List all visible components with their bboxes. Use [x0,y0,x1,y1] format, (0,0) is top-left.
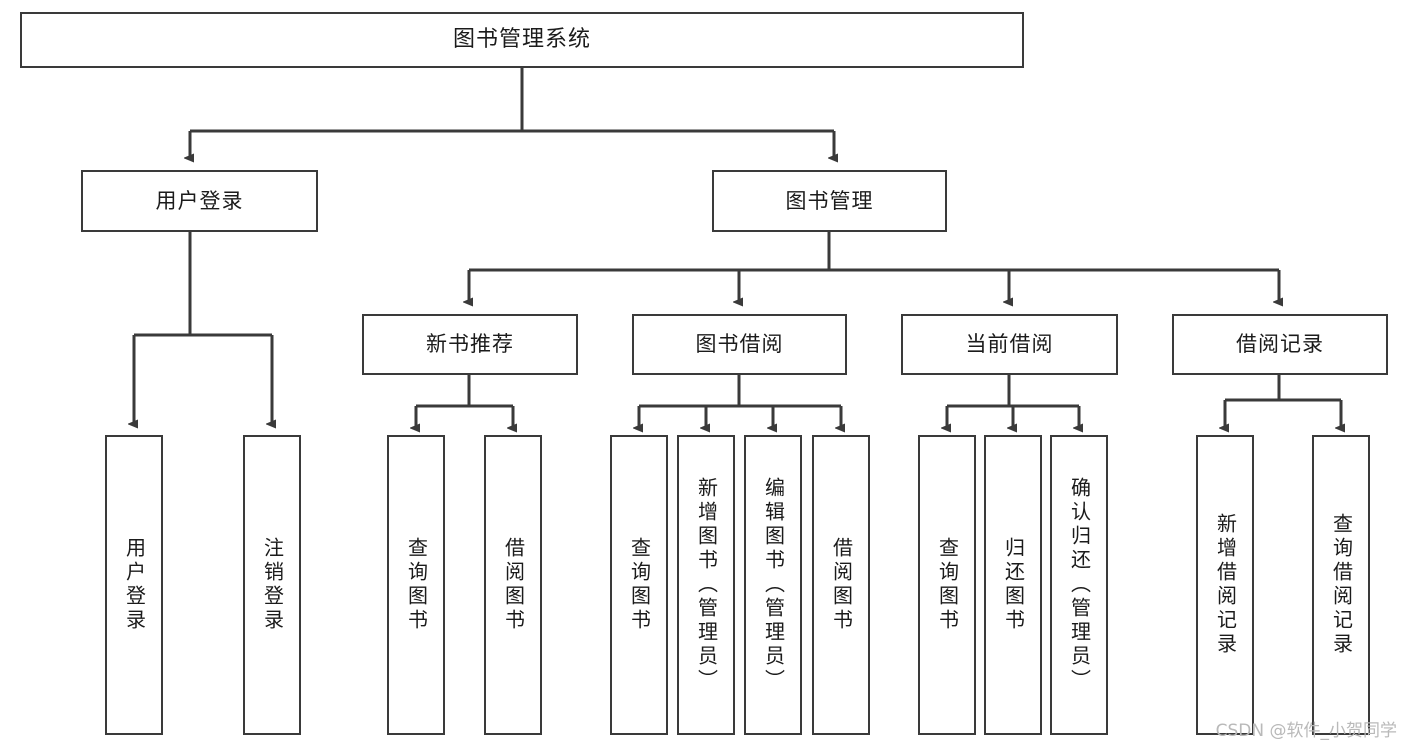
node-leaf-borrow-book-1-label: 借阅图书 [501,537,526,633]
node-new-book-recommend[interactable]: 新书推荐 [362,314,578,375]
node-current-borrow[interactable]: 当前借阅 [901,314,1118,375]
node-root[interactable]: 图书管理系统 [20,12,1024,68]
watermark: CSDN @软件_小贺同学 [1215,721,1397,741]
node-leaf-edit-book[interactable]: 编辑图书（管理员） [744,435,802,735]
node-leaf-user-login-label: 用户登录 [122,537,147,633]
node-user-login-label: 用户登录 [155,188,244,213]
node-leaf-add-book[interactable]: 新增图书（管理员） [677,435,735,735]
node-book-manage-label: 图书管理 [785,188,874,213]
node-leaf-query-book-3[interactable]: 查询图书 [918,435,976,735]
node-leaf-add-book-label: 新增图书（管理员） [694,477,719,693]
node-leaf-query-record-label: 查询借阅记录 [1329,513,1354,657]
node-book-borrow[interactable]: 图书借阅 [632,314,847,375]
node-book-manage[interactable]: 图书管理 [712,170,947,232]
node-leaf-borrow-book-1[interactable]: 借阅图书 [484,435,542,735]
node-root-label: 图书管理系统 [452,27,591,53]
node-leaf-query-book-1-label: 查询图书 [404,537,429,633]
node-leaf-query-book-3-label: 查询图书 [935,537,960,633]
node-leaf-borrow-book-2[interactable]: 借阅图书 [812,435,870,735]
node-leaf-confirm-return-label: 确认归还（管理员） [1067,477,1092,693]
node-leaf-return-book[interactable]: 归还图书 [984,435,1042,735]
node-leaf-add-record-label: 新增借阅记录 [1213,513,1238,657]
node-leaf-logout-login-label: 注销登录 [260,537,285,633]
node-user-login[interactable]: 用户登录 [81,170,318,232]
node-leaf-query-book-2[interactable]: 查询图书 [610,435,668,735]
node-leaf-logout-login[interactable]: 注销登录 [243,435,301,735]
node-leaf-confirm-return[interactable]: 确认归还（管理员） [1050,435,1108,735]
node-leaf-edit-book-label: 编辑图书（管理员） [761,477,786,693]
node-new-book-recommend-label: 新书推荐 [426,332,514,357]
node-current-borrow-label: 当前借阅 [965,332,1054,357]
node-leaf-user-login[interactable]: 用户登录 [105,435,163,735]
node-leaf-borrow-book-2-label: 借阅图书 [829,537,854,633]
node-leaf-add-record[interactable]: 新增借阅记录 [1196,435,1254,735]
node-leaf-query-record[interactable]: 查询借阅记录 [1312,435,1370,735]
node-leaf-query-book-1[interactable]: 查询图书 [387,435,445,735]
node-leaf-query-book-2-label: 查询图书 [627,537,652,633]
node-borrow-record-label: 借阅记录 [1236,332,1324,357]
node-book-borrow-label: 图书借阅 [695,332,784,357]
node-borrow-record[interactable]: 借阅记录 [1172,314,1388,375]
node-leaf-return-book-label: 归还图书 [1001,537,1026,633]
